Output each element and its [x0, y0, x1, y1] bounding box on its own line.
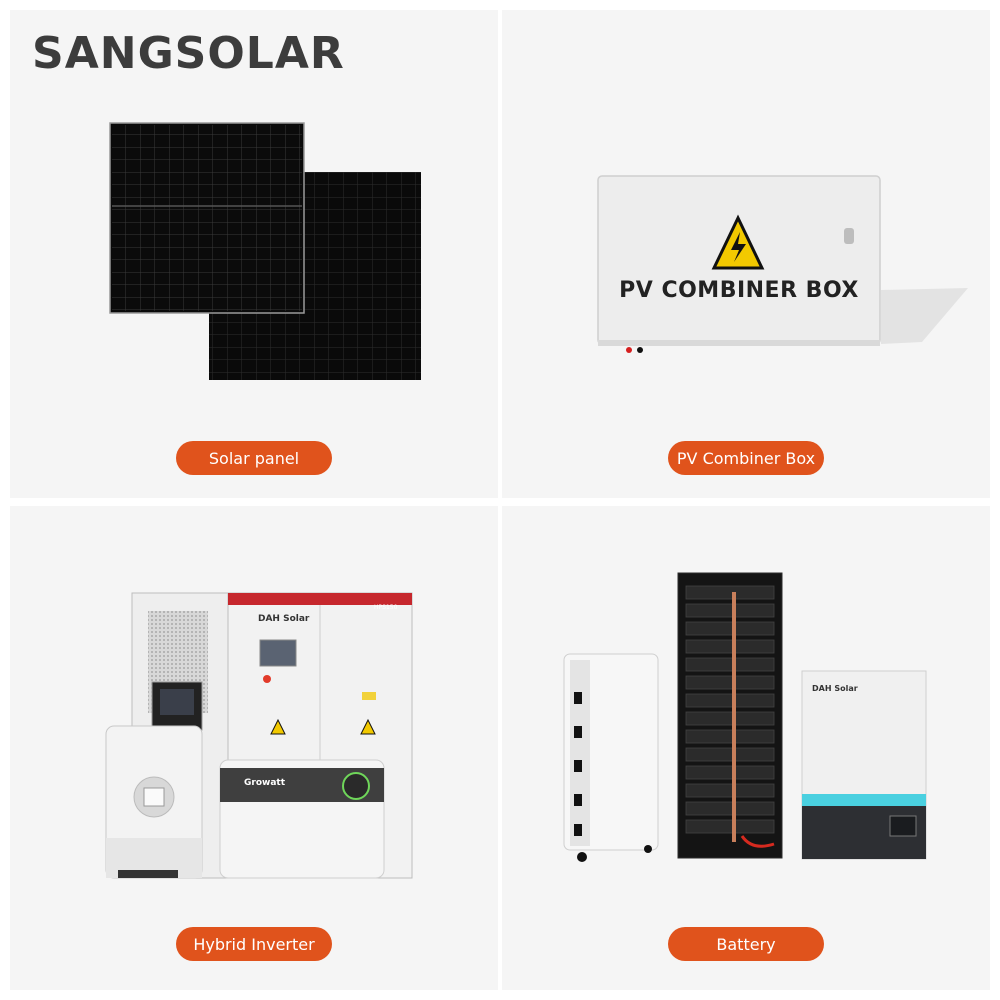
label-pill[interactable]: PV Combiner Box [668, 441, 824, 475]
product-card-solar-panel[interactable]: SANGSOLAR Solar panel [10, 10, 498, 498]
product-card-battery[interactable]: DAH Solar Battery [502, 506, 990, 990]
growatt-brand-mark: Growatt [244, 778, 286, 788]
product-card-pv-combiner-box[interactable]: PV COMBINER BOX PV Combiner Box [502, 10, 990, 498]
label-pill[interactable]: Battery [668, 927, 824, 961]
label-pill[interactable]: Solar panel [176, 441, 332, 475]
label-pill[interactable]: Hybrid Inverter [176, 927, 332, 961]
battery-image [563, 572, 927, 862]
combiner-box-image [597, 175, 968, 353]
device-text: PV COMBINER BOX [619, 278, 859, 303]
hybrid-inverter-image [105, 592, 413, 879]
model-mark: HPS150 [374, 604, 398, 611]
brand-logo: SANGSOLAR [32, 28, 345, 79]
solar-panel-image [109, 122, 421, 380]
dah-brand-mark: DAH Solar [258, 614, 310, 624]
product-grid: SANGSOLAR Solar panel [10, 10, 990, 990]
dah-brand-mark: DAH Solar [812, 684, 858, 693]
product-card-hybrid-inverter[interactable]: DAH Solar HPS150 Growatt Hybrid Inverter [10, 506, 498, 990]
